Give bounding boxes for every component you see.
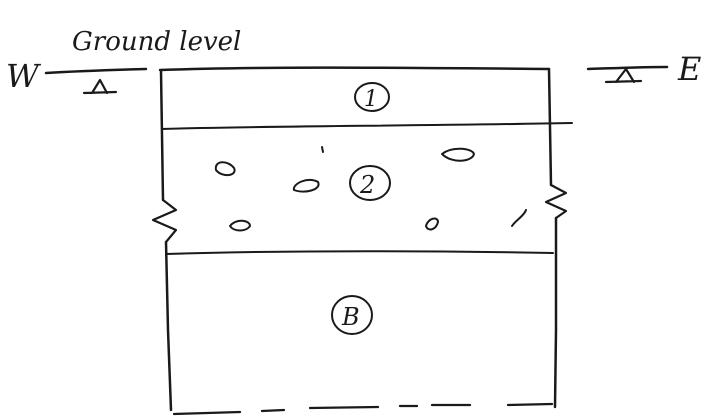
pebble-icon bbox=[512, 210, 526, 226]
west-direction-label: W bbox=[6, 57, 42, 95]
ground-line-east bbox=[588, 67, 667, 69]
section-right-edge bbox=[549, 69, 556, 407]
section-bottom-dashed bbox=[174, 404, 552, 414]
pebble-icon bbox=[426, 219, 438, 230]
layer-label-1: 1 bbox=[355, 83, 389, 112]
layer-label-2: 2 bbox=[350, 166, 390, 200]
layer-number: B bbox=[341, 303, 360, 331]
ground-line-west bbox=[46, 69, 146, 73]
ground-marker-east-icon bbox=[606, 69, 641, 82]
pebble-icon bbox=[216, 162, 235, 175]
pebble-icon bbox=[230, 221, 250, 231]
ground-marker-west-icon bbox=[84, 80, 116, 93]
break-line-left bbox=[153, 200, 176, 242]
pebble-icon bbox=[294, 180, 319, 192]
break-line-right bbox=[546, 185, 566, 218]
east-direction-label: E bbox=[677, 50, 701, 88]
layer-label-b: B bbox=[332, 296, 372, 334]
pebble-icon bbox=[442, 149, 474, 161]
pebble-icon bbox=[322, 147, 323, 152]
layer-boundary-2-b bbox=[166, 251, 553, 254]
ground-level-label: Ground level bbox=[72, 27, 241, 57]
layer-boundary-1-2 bbox=[162, 123, 572, 129]
layer-number: 1 bbox=[364, 87, 378, 112]
layer-number: 2 bbox=[359, 171, 375, 199]
section-top-edge bbox=[160, 68, 549, 70]
